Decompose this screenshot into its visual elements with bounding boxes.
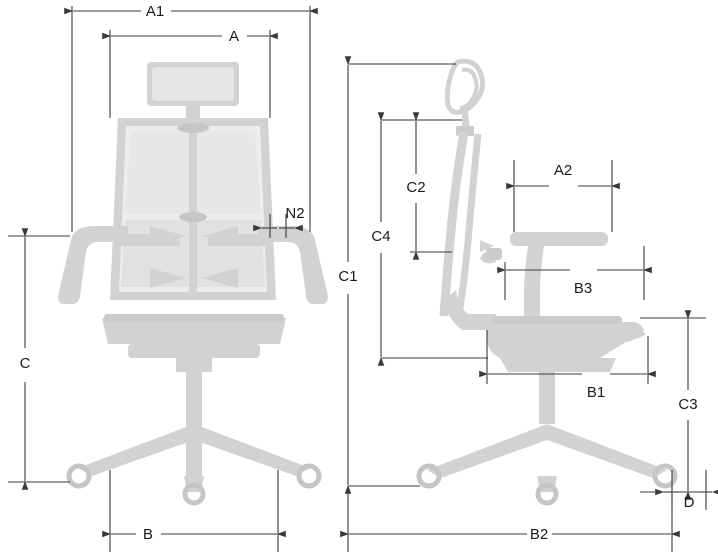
dimension-label-B2: B2 (530, 526, 548, 543)
dimension-lines (8, 6, 718, 552)
dimension-label-C4: C4 (371, 228, 390, 245)
dimension-label-D: D (684, 494, 695, 511)
dimension-label-C3: C3 (678, 396, 697, 413)
dimension-label-A: A (229, 28, 239, 45)
dimension-label-B: B (143, 526, 153, 543)
dimension-label-C2: C2 (406, 179, 425, 196)
front-view-chair (58, 62, 328, 506)
dimension-label-B1: B1 (587, 384, 605, 401)
dimension-label-N2: N2 (285, 205, 304, 222)
side-view-chair (416, 58, 678, 506)
dimension-label-A1: A1 (146, 3, 164, 20)
dimension-label-C1: C1 (338, 268, 357, 285)
dimension-label-A2: A2 (554, 162, 572, 179)
dimension-label-B3: B3 (574, 280, 592, 297)
dimension-label-C: C (20, 355, 31, 372)
